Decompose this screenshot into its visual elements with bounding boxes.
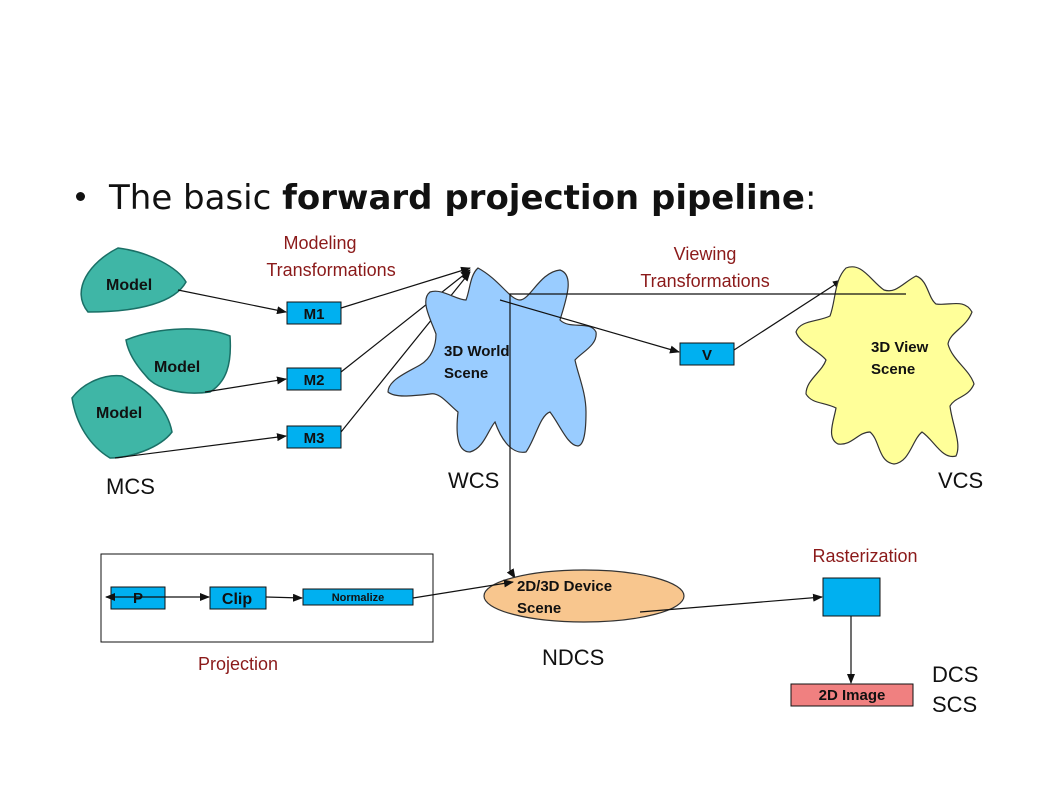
v-label: V (702, 347, 712, 364)
normalize-box (302, 588, 414, 606)
device-scene-shape (483, 569, 685, 623)
dcs-label: DCS (932, 662, 978, 687)
arrow-normalize-device (412, 579, 514, 599)
model-label-1: Model (106, 277, 152, 294)
rasterizer-box (822, 577, 881, 617)
p-label: P (133, 590, 143, 607)
device-scene-label-line2: Scene (517, 600, 561, 617)
model-shape-2 (125, 328, 232, 394)
model-shape-1 (80, 247, 187, 313)
arrow-model1-m1 (177, 289, 287, 315)
world-scene-label-line1: 3D World (444, 343, 510, 360)
view-scene-label-line1: 3D View (871, 339, 929, 356)
arrow-m1-world (340, 266, 471, 309)
slide-title: The basic forward projection pipeline: (76, 178, 816, 218)
arrow-clip-normalize (265, 593, 303, 602)
rasterization-label: Rasterization (812, 546, 917, 566)
clip-box (209, 586, 267, 610)
m3-box (286, 425, 342, 449)
scs-label: SCS (932, 692, 977, 717)
model-label-3: Model (96, 405, 142, 422)
image-box (790, 683, 914, 707)
viewing-label-line2: Transformations (640, 271, 769, 291)
vcs-label: VCS (938, 468, 983, 493)
arrow-model3-m3 (114, 433, 287, 459)
m2-label: M2 (304, 372, 325, 389)
world-scene-shape (387, 267, 597, 453)
title-emphasis: forward projection pipeline (282, 178, 805, 218)
clip-label: Clip (222, 591, 252, 608)
projection-label: Projection (198, 654, 278, 674)
modeling-label-line1: Modeling (283, 233, 356, 253)
device-scene-label-line1: 2D/3D Device (517, 578, 612, 595)
arrow-model2-m2 (204, 376, 287, 393)
viewing-label-line1: Viewing (674, 244, 737, 264)
normalize-label: Normalize (332, 592, 385, 604)
m2-box (286, 367, 342, 391)
arrow-m2-world (340, 269, 471, 373)
ndcs-label: NDCS (542, 645, 604, 670)
v-box (679, 342, 735, 366)
m3-label: M3 (304, 430, 325, 447)
arrow-device-rasterizer (639, 593, 823, 613)
m1-label: M1 (304, 306, 325, 323)
mcs-label: MCS (106, 474, 155, 499)
view-scene-shape (795, 266, 975, 465)
title-prefix: The basic (109, 178, 283, 218)
model-shape-3 (71, 374, 173, 459)
arrow-v-viewscene (733, 279, 843, 351)
title-suffix: : (804, 178, 817, 218)
wcs-label: WCS (448, 468, 499, 493)
projection-box (100, 553, 434, 643)
image-label: 2D Image (819, 687, 886, 704)
world-scene-label-line2: Scene (444, 365, 488, 382)
view-scene-label-line2: Scene (871, 361, 915, 378)
modeling-label-line2: Transformations (266, 260, 395, 280)
model-label-2: Model (154, 359, 200, 376)
bullet-icon (76, 192, 85, 201)
arrow-world-v (499, 299, 680, 354)
m1-box (286, 301, 342, 325)
view-to-device-line (506, 293, 906, 579)
